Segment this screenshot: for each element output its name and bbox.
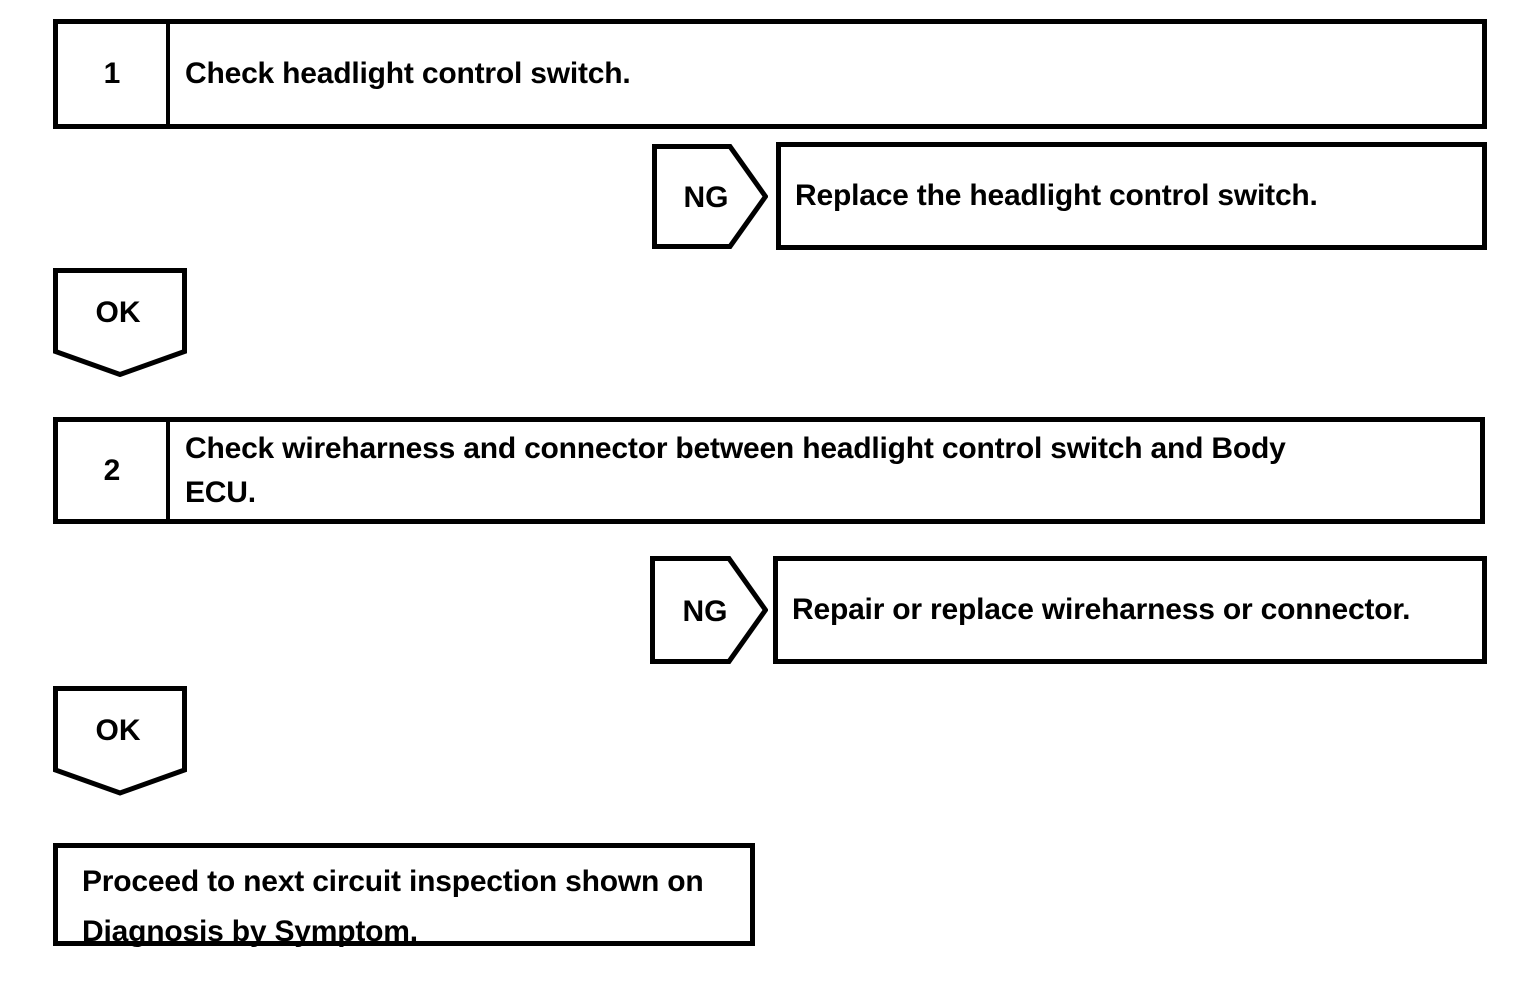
step-2-ng-arrow: NG bbox=[650, 556, 768, 664]
step-1-ng-result-box: Replace the headlight control switch. bbox=[776, 142, 1487, 250]
ng-label: NG bbox=[683, 595, 728, 628]
terminal-box: Proceed to next circuit inspection shown… bbox=[53, 843, 755, 948]
ok-label: OK bbox=[96, 296, 141, 329]
terminal-line: Diagnosis by Symptom. bbox=[82, 915, 418, 948]
step-2-box: 2 Check wireharness and connector betwee… bbox=[53, 417, 1485, 524]
step-1-ng-arrow: NG bbox=[652, 144, 768, 249]
step-2-ok-arrow: OK bbox=[53, 686, 187, 796]
step-1-instruction: Check headlight control switch. bbox=[170, 24, 1482, 124]
step-2-ng-result-box: Repair or replace wireharness or connect… bbox=[773, 556, 1487, 664]
step-2-instruction: Check wireharness and connector between … bbox=[170, 422, 1480, 519]
step-1-box: 1 Check headlight control switch. bbox=[53, 19, 1487, 129]
terminal-line: Proceed to next circuit inspection shown… bbox=[82, 865, 704, 898]
ng-pentagon-shape bbox=[652, 144, 768, 249]
step-1-number: 1 bbox=[58, 24, 170, 124]
ng-pentagon-shape bbox=[650, 556, 768, 664]
instruction-line: Check wireharness and connector between … bbox=[185, 431, 1286, 465]
instruction-line: ECU. bbox=[185, 475, 256, 509]
ok-pentagon-shape bbox=[53, 686, 187, 796]
ok-label: OK bbox=[96, 714, 141, 747]
step-1-ok-arrow: OK bbox=[53, 268, 187, 377]
ng-action-text: Replace the headlight control switch. bbox=[795, 179, 1318, 212]
ng-label: NG bbox=[684, 181, 729, 214]
step-2-number: 2 bbox=[58, 422, 170, 519]
ng-action-text: Repair or replace wireharness or connect… bbox=[792, 593, 1411, 626]
instruction-line: Check headlight control switch. bbox=[185, 57, 631, 90]
ok-pentagon-shape bbox=[53, 268, 187, 377]
